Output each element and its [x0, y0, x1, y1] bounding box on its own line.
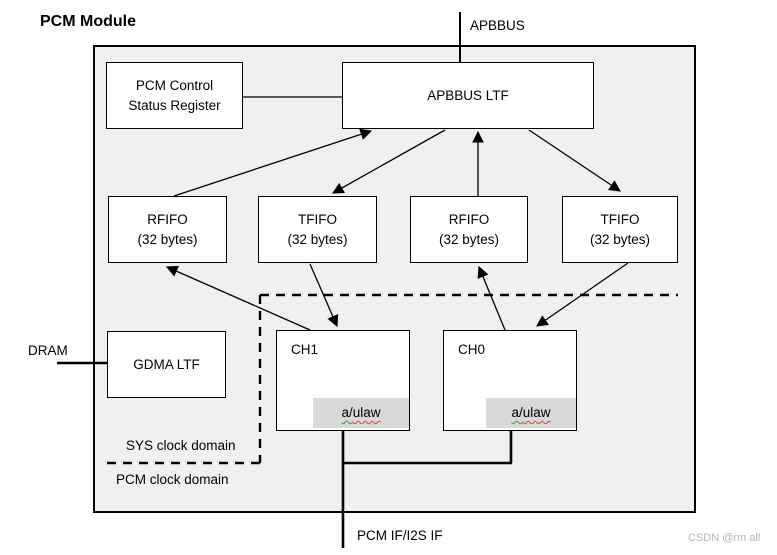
pcm-control-status-register-block: PCM Control Status Register — [106, 62, 243, 129]
apbbus-ltf-label: APBBUS LTF — [427, 87, 509, 103]
apbbus-ltf-block: APBBUS LTF — [342, 62, 594, 129]
ch1-label: CH1 — [291, 342, 319, 357]
pcm-clock-domain-label: PCM clock domain — [116, 472, 229, 487]
ch0-block: CH0 a/ulaw — [443, 330, 577, 431]
csdn-watermark: CSDN @rm all — [688, 532, 761, 544]
ch0-alaw-text: a/ — [511, 405, 523, 420]
apbbus-label: APBBUS — [470, 18, 525, 33]
arrow-rfifo-left-to-apbbus-ltf — [173, 128, 373, 197]
rfifo-right-size: (32 bytes) — [438, 231, 500, 247]
gdma-ltf-label: GDMA LTF — [133, 356, 200, 372]
ch0-ulaw-text: ulaw — [522, 405, 551, 420]
ch1-block: CH1 a/ulaw — [276, 330, 410, 431]
rfifo-left-size: (32 bytes) — [137, 231, 198, 247]
dram-label: DRAM — [28, 343, 68, 358]
tfifo-right-block: TFIFO (32 bytes) — [562, 196, 678, 263]
page-title: PCM Module — [40, 13, 136, 30]
tfifo-left-block: TFIFO (32 bytes) — [258, 196, 377, 263]
pcm-if-label: PCM IF/I2S IF — [357, 528, 443, 543]
rfifo-left-label: RFIFO — [147, 211, 188, 227]
arrow-ch0-to-rfifo-right — [477, 265, 506, 331]
arrow-ch1-to-rfifo-left — [165, 265, 311, 331]
ch0-label: CH0 — [458, 342, 486, 357]
tfifo-left-size: (32 bytes) — [287, 231, 348, 247]
gdma-ltf-block: GDMA LTF — [107, 331, 226, 398]
tfifo-left-label: TFIFO — [298, 211, 337, 227]
rfifo-right-block: RFIFO (32 bytes) — [410, 196, 528, 263]
csr-label-line1: PCM Control — [135, 77, 214, 93]
rfifo-right-label: RFIFO — [448, 211, 490, 227]
arrow-tfifo-left-to-ch1 — [309, 263, 339, 328]
arrow-apbbus-ltf-to-tfifo-right — [528, 129, 621, 192]
sys-clock-domain-label: SYS clock domain — [126, 438, 236, 453]
arrow-apbbus-ltf-to-tfifo-left — [331, 129, 446, 194]
rfifo-left-block: RFIFO (32 bytes) — [108, 196, 227, 263]
tfifo-right-label: TFIFO — [600, 211, 640, 227]
ch0-alaw-ulaw-tag: a/ulaw — [486, 398, 576, 428]
csr-label-line2: Status Register — [128, 97, 221, 113]
ch1-alaw-ulaw-tag: a/ulaw — [313, 398, 409, 428]
ch1-alaw-text: a/ — [341, 405, 353, 420]
ch1-ulaw-text: ulaw — [352, 405, 381, 420]
tfifo-right-size: (32 bytes) — [589, 231, 651, 247]
